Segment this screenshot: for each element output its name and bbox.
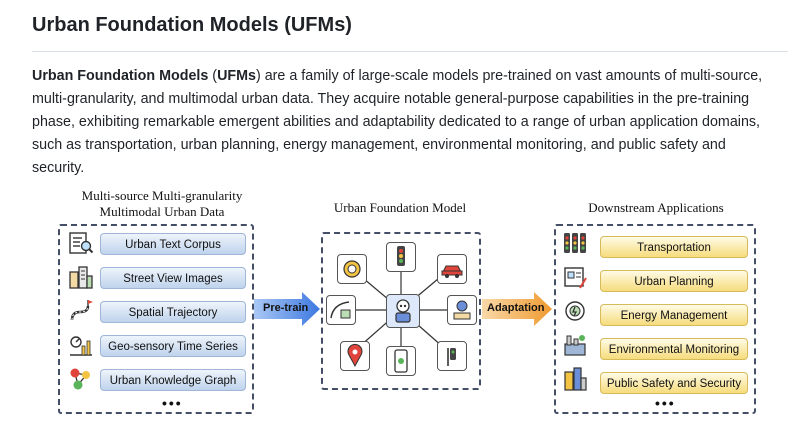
signal-pole-icon — [447, 348, 456, 366]
model-node-traffic — [386, 242, 416, 272]
model-node-car — [437, 254, 467, 284]
pretrain-arrow — [254, 292, 320, 326]
sensor-gauge-icon — [343, 260, 361, 278]
route-map-icon — [330, 301, 351, 319]
applications-box — [554, 224, 756, 414]
abbr-bold: UFMs — [217, 68, 256, 84]
applications-title: Downstream Applications — [588, 200, 724, 215]
factory-icon — [564, 335, 586, 356]
map-marker-icon — [347, 343, 363, 368]
apps-more-ellipsis: ••• — [655, 395, 676, 411]
adaptation-label: Adaptation — [487, 302, 545, 314]
model-title: Urban Foundation Model — [333, 200, 467, 215]
adaptation-arrow — [482, 292, 552, 326]
app-item-urban-planning: Urban Planning — [600, 270, 748, 292]
text-document-icon — [69, 232, 94, 254]
traffic-light-icon — [397, 246, 405, 266]
car-icon — [441, 265, 463, 278]
data-item-spatial-trajectory: Spatial Trajectory — [100, 301, 246, 323]
model-node-thermometer — [337, 254, 367, 284]
blueprint-icon — [564, 267, 587, 289]
sensor-chart-icon — [70, 336, 92, 356]
location-pin-icon — [453, 300, 471, 320]
data-item-geo-sensory-time-series: Geo-sensory Time Series — [100, 335, 246, 357]
data-item-street-view-images: Street View Images — [100, 267, 246, 289]
knowledge-graph-icon — [70, 368, 90, 390]
model-node-phone — [386, 346, 416, 376]
data-title-line1: Multi-source Multi-granularity — [81, 188, 243, 203]
heading-divider — [32, 51, 788, 52]
data-item-urban-text-corpus: Urban Text Corpus — [100, 233, 246, 255]
app-item-energy-management: Energy Management — [600, 304, 748, 326]
page-heading: Urban Foundation Models (UFMs) — [32, 14, 352, 36]
energy-icon — [565, 301, 585, 321]
model-box — [321, 232, 481, 390]
pretrain-label: Pre-train — [263, 302, 309, 314]
model-node-map — [326, 295, 356, 325]
buildings-icon — [69, 266, 93, 289]
app-item-environmental-monitoring: Environmental Monitoring — [600, 338, 748, 360]
data-more-ellipsis: ••• — [162, 395, 183, 411]
model-node-pin — [340, 341, 370, 371]
data-title-line2: Multimodal Urban Data — [99, 204, 225, 219]
app-item-transportation: Transportation — [600, 236, 748, 258]
data-title: Multi-source Multi-granularity Multimoda… — [52, 188, 272, 220]
paragraph-body: ) are a family of large-scale models pre… — [32, 68, 763, 176]
paren-open: ( — [208, 68, 218, 84]
ufm-figure: Multi-source Multi-granularity Multimoda… — [0, 184, 800, 447]
phone-icon — [394, 349, 408, 373]
traffic-light-icon — [564, 233, 586, 253]
data-sources-box — [58, 224, 254, 414]
app-item-public-safety: Public Safety and Security — [600, 372, 748, 394]
model-node-signal — [437, 341, 467, 371]
model-hub-node — [386, 294, 420, 328]
model-node-location — [447, 295, 477, 325]
term-bold: Urban Foundation Models — [32, 68, 209, 84]
data-item-urban-knowledge-graph: Urban Knowledge Graph — [100, 369, 246, 391]
trajectory-icon — [70, 300, 93, 321]
city-security-icon — [564, 367, 587, 391]
robot-icon — [395, 299, 411, 323]
intro-paragraph: Urban Foundation Models (UFMs) are a fam… — [32, 65, 777, 180]
